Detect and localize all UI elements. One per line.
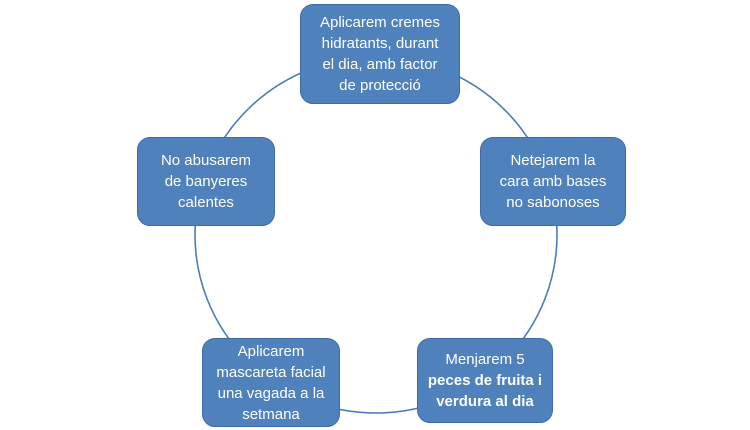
cycle-node-right-label: Netejarem la cara amb bases no sabonoses	[499, 152, 607, 211]
cycle-node-left-label: No abusarem de banyeres calentes	[160, 152, 252, 211]
cycle-node-bottom-left-label: Aplicarem mascareta facial una vagada a …	[216, 342, 326, 423]
cycle-node-left: No abusarem de banyeres calentes	[137, 137, 275, 226]
cycle-node-bottom-right: Menjarem 5 peces de fruita i verdura al …	[417, 338, 553, 423]
cycle-node-top-label: Aplicarem cremes hidratants, durant el d…	[319, 14, 441, 94]
cycle-node-bottom-right-label: Menjarem 5	[445, 351, 525, 368]
cycle-node-bottom-right-label-bold: peces de fruita i verdura al dia	[427, 372, 543, 410]
cycle-node-top: Aplicarem cremes hidratants, durant el d…	[300, 4, 460, 104]
cycle-node-bottom-left: Aplicarem mascareta facial una vagada a …	[202, 338, 340, 427]
cycle-node-right: Netejarem la cara amb bases no sabonoses	[480, 137, 626, 226]
